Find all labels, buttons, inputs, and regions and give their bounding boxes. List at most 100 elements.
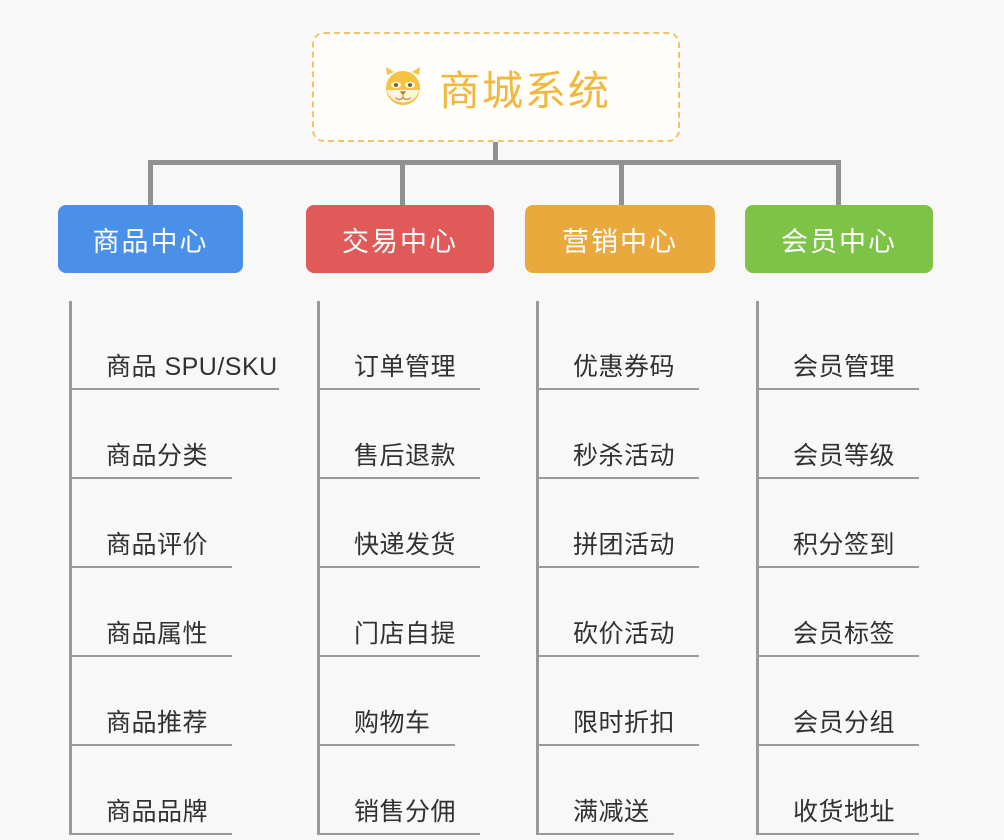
leaf-underline (536, 566, 699, 568)
leaf-item[interactable]: 收货地址 (756, 746, 933, 835)
leaf-label: 拼团活动 (573, 531, 676, 559)
branch-header-label-4: 会员中心 (781, 226, 897, 257)
leaf-list-4: 会员管理 会员等级 积分签到 会员标签 会员分组 收货地址 (756, 301, 933, 835)
leaf-underline (536, 744, 699, 746)
connector-drop-3 (619, 160, 624, 205)
leaf-label: 售后退款 (354, 442, 457, 470)
leaf-label: 满减送 (573, 798, 650, 826)
leaf-item[interactable]: 商品分类 (69, 390, 243, 479)
leaf-underline (317, 566, 480, 568)
branch-header-label-3: 营销中心 (562, 226, 678, 257)
leaf-underline (756, 833, 919, 835)
leaf-item[interactable]: 订单管理 (317, 301, 494, 390)
leaf-label: 商品 SPU/SKU (106, 353, 278, 381)
branch-header-2[interactable]: 交易中心 (306, 205, 494, 273)
leaf-item[interactable]: 会员标签 (756, 568, 933, 657)
leaf-item[interactable]: 会员等级 (756, 390, 933, 479)
branch-header-label-2: 交易中心 (342, 226, 458, 257)
connector-horizontal-bar (148, 160, 841, 165)
leaf-label: 商品分类 (106, 442, 209, 470)
leaf-underline (317, 655, 480, 657)
leaf-label: 会员分组 (793, 709, 896, 737)
connector-drop-4 (836, 160, 841, 205)
leaf-item[interactable]: 砍价活动 (536, 568, 715, 657)
leaf-label: 订单管理 (354, 353, 457, 381)
leaf-item[interactable]: 秒杀活动 (536, 390, 715, 479)
leaf-spine-1 (69, 301, 72, 835)
leaf-list-2: 订单管理 售后退款 快递发货 门店自提 购物车 销售分佣 (317, 301, 494, 835)
leaf-item[interactable]: 商品品牌 (69, 746, 243, 835)
leaf-item[interactable]: 门店自提 (317, 568, 494, 657)
leaf-item[interactable]: 会员管理 (756, 301, 933, 390)
leaf-underline (756, 477, 919, 479)
leaf-underline (317, 388, 480, 390)
leaf-list-3: 优惠券码 秒杀活动 拼团活动 砍价活动 限时折扣 满减送 (536, 301, 715, 835)
leaf-label: 优惠券码 (573, 353, 676, 381)
branch-column-1: 商品中心 商品 SPU/SKU 商品分类 商品评价 商品属性 商品推荐 (58, 205, 279, 835)
root-title: 商城系统 (439, 68, 611, 114)
leaf-item[interactable]: 积分签到 (756, 479, 933, 568)
leaf-item[interactable]: 限时折扣 (536, 657, 715, 746)
leaf-label: 会员等级 (793, 442, 896, 470)
leaf-label: 限时折扣 (573, 709, 676, 737)
leaf-item[interactable]: 优惠券码 (536, 301, 715, 390)
leaf-spine-2 (317, 301, 320, 835)
leaf-item[interactable]: 拼团活动 (536, 479, 715, 568)
leaf-underline (536, 477, 699, 479)
leaf-spine-4 (756, 301, 759, 835)
leaf-item[interactable]: 商品推荐 (69, 657, 243, 746)
leaf-list-1: 商品 SPU/SKU 商品分类 商品评价 商品属性 商品推荐 商品品牌 (69, 301, 279, 835)
leaf-label: 销售分佣 (354, 798, 457, 826)
leaf-underline (756, 566, 919, 568)
leaf-item[interactable]: 快递发货 (317, 479, 494, 568)
leaf-label: 会员管理 (793, 353, 896, 381)
leaf-label: 商品属性 (106, 620, 209, 648)
leaf-underline (756, 744, 919, 746)
leaf-underline (536, 833, 674, 835)
branch-column-3: 营销中心 优惠券码 秒杀活动 拼团活动 砍价活动 限时折扣 (525, 205, 715, 835)
leaf-underline (756, 655, 919, 657)
leaf-underline (536, 388, 699, 390)
branch-column-4: 会员中心 会员管理 会员等级 积分签到 会员标签 会员分组 (745, 205, 933, 835)
leaf-underline (317, 744, 455, 746)
branch-header-4[interactable]: 会员中心 (745, 205, 933, 273)
leaf-item[interactable]: 会员分组 (756, 657, 933, 746)
leaf-label: 秒杀活动 (573, 442, 676, 470)
connector-drop-1 (148, 160, 153, 205)
connector-drop-2 (400, 160, 405, 205)
leaf-label: 积分签到 (793, 531, 896, 559)
leaf-underline (69, 388, 279, 390)
leaf-underline (317, 477, 480, 479)
leaf-underline (69, 833, 232, 835)
root-node[interactable]: 商城系统 (312, 32, 680, 142)
leaf-underline (536, 655, 699, 657)
leaf-label: 会员标签 (793, 620, 896, 648)
leaf-item[interactable]: 商品评价 (69, 479, 243, 568)
branch-header-3[interactable]: 营销中心 (525, 205, 715, 273)
leaf-label: 商品评价 (106, 531, 209, 559)
branch-column-2: 交易中心 订单管理 售后退款 快递发货 门店自提 购物车 (306, 205, 494, 835)
leaf-item[interactable]: 销售分佣 (317, 746, 494, 835)
leaf-underline (756, 388, 919, 390)
leaf-spine-3 (536, 301, 539, 835)
branch-header-1[interactable]: 商品中心 (58, 205, 243, 273)
leaf-item[interactable]: 购物车 (317, 657, 494, 746)
leaf-label: 砍价活动 (573, 620, 676, 648)
leaf-item[interactable]: 满减送 (536, 746, 715, 835)
leaf-label: 门店自提 (354, 620, 457, 648)
leaf-label: 商品推荐 (106, 709, 209, 737)
leaf-underline (69, 477, 232, 479)
leaf-label: 快递发货 (354, 531, 457, 559)
leaf-underline (69, 655, 232, 657)
leaf-label: 购物车 (354, 709, 431, 737)
leaf-underline (317, 833, 480, 835)
leaf-underline (69, 744, 232, 746)
shiba-dog-face-icon (381, 65, 425, 109)
leaf-label: 商品品牌 (106, 798, 209, 826)
leaf-item[interactable]: 售后退款 (317, 390, 494, 479)
leaf-label: 收货地址 (793, 798, 896, 826)
connector-root-stem (493, 142, 498, 164)
leaf-item[interactable]: 商品 SPU/SKU (69, 301, 279, 390)
leaf-item[interactable]: 商品属性 (69, 568, 243, 657)
